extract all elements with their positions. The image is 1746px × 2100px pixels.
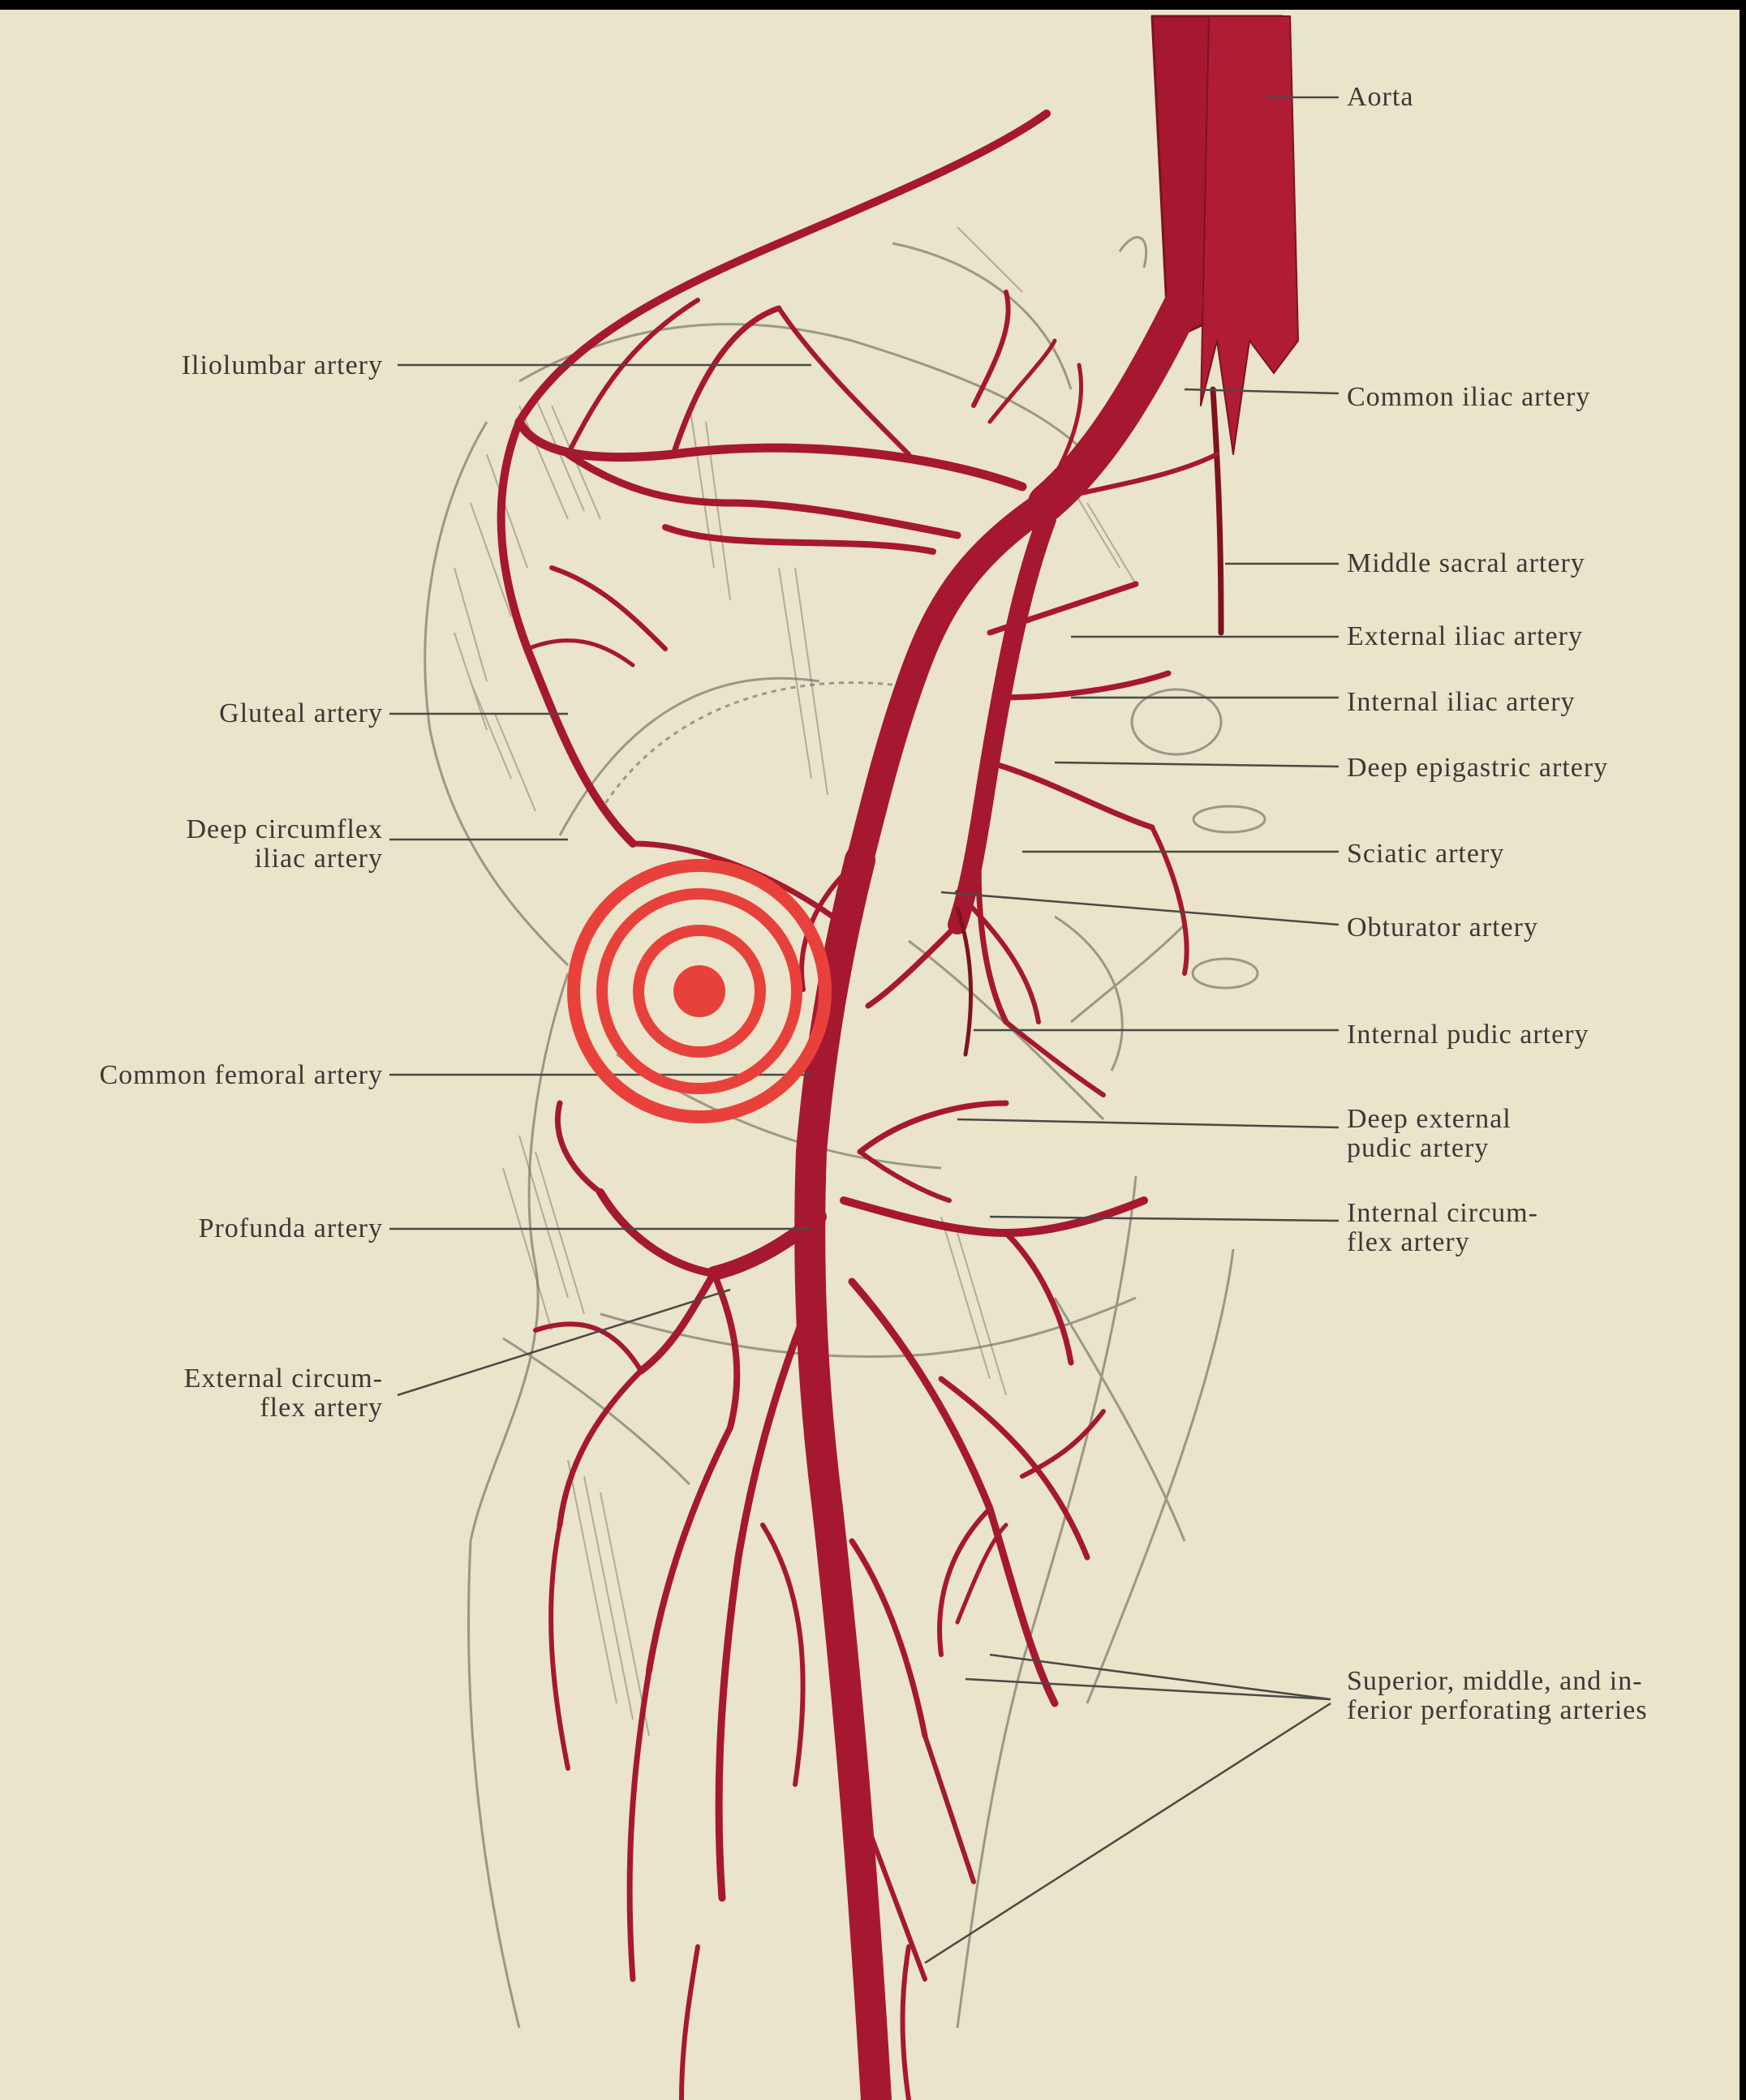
label-iliolumbar: Iliolumbar artery (182, 351, 383, 380)
label-perforating: Superior, middle, and in- ferior perfora… (1347, 1667, 1648, 1725)
target-icon[interactable] (574, 865, 825, 1117)
label-deep-circumflex-iliac: Deep circumflex iliac artery (187, 815, 384, 874)
label-external-iliac: External iliac artery (1347, 622, 1583, 651)
label-internal-iliac: Internal iliac artery (1347, 688, 1576, 717)
external-iliac (860, 503, 1047, 860)
middle-sacral (1213, 389, 1221, 633)
label-internal-pudic: Internal pudic artery (1347, 1020, 1589, 1050)
label-common-femoral: Common femoral artery (99, 1061, 383, 1090)
label-aorta: Aorta (1347, 83, 1413, 112)
iliolumbar (519, 422, 1022, 487)
common-femoral (810, 860, 876, 2100)
label-middle-sacral: Middle sacral artery (1347, 549, 1585, 578)
leader-lines (389, 97, 1339, 1963)
label-external-circumflex: External circum- flex artery (184, 1364, 383, 1423)
label-deep-external-pudic: Deep external pudic artery (1347, 1105, 1512, 1163)
label-common-iliac: Common iliac artery (1347, 383, 1590, 412)
label-gluteal: Gluteal artery (219, 699, 383, 728)
label-profunda: Profunda artery (199, 1214, 383, 1243)
label-deep-epigastric: Deep epigastric artery (1347, 754, 1608, 783)
label-internal-circumflex: Internal circum- flex artery (1347, 1199, 1538, 1257)
label-obturator: Obturator artery (1347, 913, 1538, 943)
label-sciatic: Sciatic artery (1347, 840, 1504, 869)
